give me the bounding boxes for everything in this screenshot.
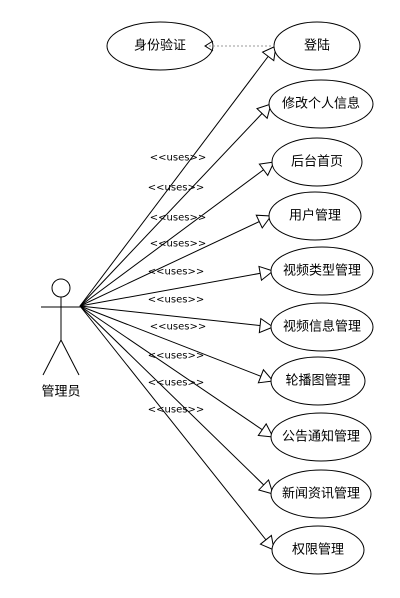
identity-verification-label: 身份验证 <box>134 38 186 54</box>
use-case-label: 修改个人信息 <box>282 96 360 112</box>
use-case-label: 权限管理 <box>292 542 344 558</box>
use-case-label: 公告通知管理 <box>282 429 360 445</box>
association-line <box>79 161 275 307</box>
actor-label: 管理员 <box>41 385 80 400</box>
arrow-head <box>261 45 277 62</box>
association-line <box>79 305 274 382</box>
include-arrow-head <box>204 40 214 52</box>
arrow-head <box>258 317 275 334</box>
arrow-head <box>258 161 275 177</box>
association-line <box>79 270 274 307</box>
uses-stereotype-label: <<uses>> <box>148 295 204 306</box>
uses-stereotype-label: <<uses>> <box>148 405 204 416</box>
use-case-label: 登陆 <box>304 38 330 54</box>
actor-head <box>51 278 71 298</box>
use-case[interactable] <box>270 302 374 352</box>
use-case[interactable] <box>270 246 374 296</box>
arrow-head <box>257 422 274 438</box>
use-case[interactable] <box>270 469 372 519</box>
use-case[interactable] <box>268 191 362 241</box>
use-case[interactable] <box>270 356 366 406</box>
association-lines <box>79 45 277 551</box>
uses-stereotype-label: <<uses>> <box>148 183 204 194</box>
use-case[interactable] <box>271 525 365 575</box>
arrow-head <box>256 103 272 120</box>
use-case-label: 视频类型管理 <box>283 264 361 279</box>
use-case[interactable] <box>271 137 363 187</box>
uses-stereotype-label: <<uses>> <box>150 213 206 224</box>
uses-stereotype-label: <<uses>> <box>148 267 204 278</box>
uses-stereotype-label: <<uses>> <box>148 351 204 362</box>
uses-stereotype-label: <<uses>> <box>150 239 206 250</box>
association-line <box>79 215 272 307</box>
use-case-label: 后台首页 <box>291 155 343 170</box>
association-line <box>79 305 274 328</box>
association-line <box>79 103 272 307</box>
use-case-label: 新闻资讯管理 <box>282 486 360 502</box>
association-line <box>79 305 274 495</box>
use-case[interactable] <box>268 79 374 129</box>
association-line <box>79 305 274 438</box>
use-case-label: 轮播图管理 <box>285 374 350 389</box>
arrow-head <box>255 214 272 229</box>
arrow-head <box>257 368 274 384</box>
use-case-label: 视频信息管理 <box>283 319 361 335</box>
actor-admin[interactable]: 管理员 <box>41 278 81 400</box>
use-case-label: 用户管理 <box>289 208 341 224</box>
uses-stereotype-label: <<uses>> <box>150 153 206 164</box>
uses-stereotype-label: <<uses>> <box>150 322 206 333</box>
actor-left-leg <box>42 339 62 376</box>
association-line <box>79 305 275 551</box>
use-cases: 登陆修改个人信息后台首页用户管理视频类型管理视频信息管理轮播图管理公告通知管理新… <box>268 21 374 575</box>
association-line <box>79 45 277 307</box>
actor-right-leg <box>60 339 80 376</box>
arrow-head <box>259 534 275 551</box>
uses-stereotype-label: <<uses>> <box>148 378 204 389</box>
use-case[interactable] <box>270 412 372 462</box>
dependency: 身份验证 <box>106 21 275 71</box>
arrow-head <box>258 265 275 282</box>
arrow-head <box>257 478 274 495</box>
stereotype-labels: <<uses>> <<uses>> <<uses>> <<uses>> <<uses>>… <box>148 153 206 416</box>
